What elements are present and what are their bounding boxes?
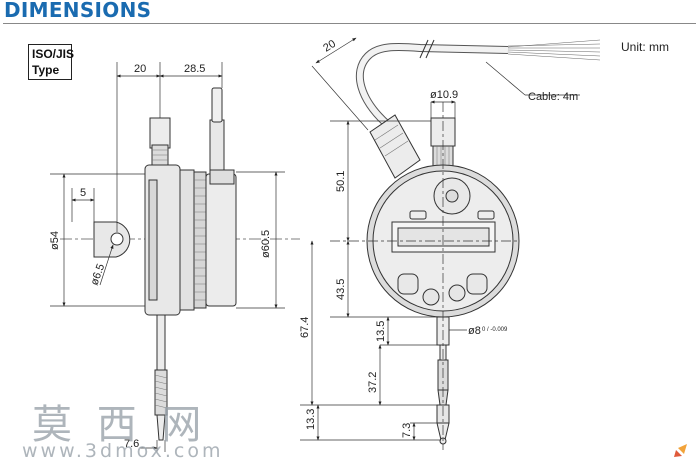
dim-side-28-5: 28.5 — [184, 63, 205, 75]
dim-front-8: ø8 — [468, 325, 481, 337]
dim-front-10-9: ø10.9 — [430, 89, 458, 101]
standard-type-box: ISO/JIS Type — [28, 44, 75, 80]
page-title: DIMENSIONS — [4, 0, 152, 22]
face-housing — [205, 173, 237, 307]
dim-side-20: 20 — [134, 63, 146, 75]
dim-front-67-4: 67.4 — [299, 317, 311, 338]
contact-point-side — [156, 414, 166, 441]
cable-boot-side — [209, 119, 225, 171]
dim-front-8-tolerance: 0 / -0.009 — [482, 327, 508, 333]
top-stem — [149, 117, 171, 149]
unit-label: Unit: mm — [621, 40, 669, 54]
dim-side-60-5: ø60.5 — [260, 230, 272, 258]
type-box-line2: Type — [32, 63, 60, 77]
corner-logo-icon — [674, 444, 687, 457]
dim-front-13-3: 13.3 — [305, 409, 317, 430]
watermark-chinese: 莫 西 网 — [32, 402, 208, 448]
dim-side-7-6: 7.6 — [124, 438, 139, 450]
dim-front-20: 20 — [321, 38, 338, 55]
drawing-frame — [3, 23, 696, 464]
dim-front-50-1: 50.1 — [335, 171, 347, 192]
lug-hole — [110, 232, 124, 246]
button-left — [397, 273, 419, 295]
dim-front-43-5: 43.5 — [335, 279, 347, 300]
button-center-right — [448, 284, 466, 302]
spindle-side — [156, 314, 166, 371]
side-dimension-lines — [50, 62, 285, 452]
cable-boot — [369, 114, 421, 179]
type-box-line1: ISO/JIS — [32, 47, 75, 61]
front-view — [355, 39, 601, 445]
dim-side-54: ø54 — [49, 231, 61, 250]
dim-front-37-2: 37.2 — [367, 372, 379, 393]
dim-front-7-3: 7.3 — [401, 423, 413, 438]
cable-label: Cable: 4m — [528, 91, 578, 103]
knurled-ring — [193, 171, 207, 309]
dim-side-6-5: ø6.5 — [89, 262, 108, 287]
button-right — [466, 273, 488, 295]
watermark-url: www.3dmox.com — [22, 440, 224, 462]
bezel — [179, 169, 195, 311]
side-view — [60, 87, 300, 441]
front-dimension-lines — [300, 37, 580, 450]
cable-wires — [507, 39, 601, 61]
dim-side-5: 5 — [80, 187, 86, 199]
button-center-left — [422, 288, 440, 306]
cable-outline — [355, 43, 509, 128]
dim-front-13-5: 13.5 — [375, 321, 387, 342]
